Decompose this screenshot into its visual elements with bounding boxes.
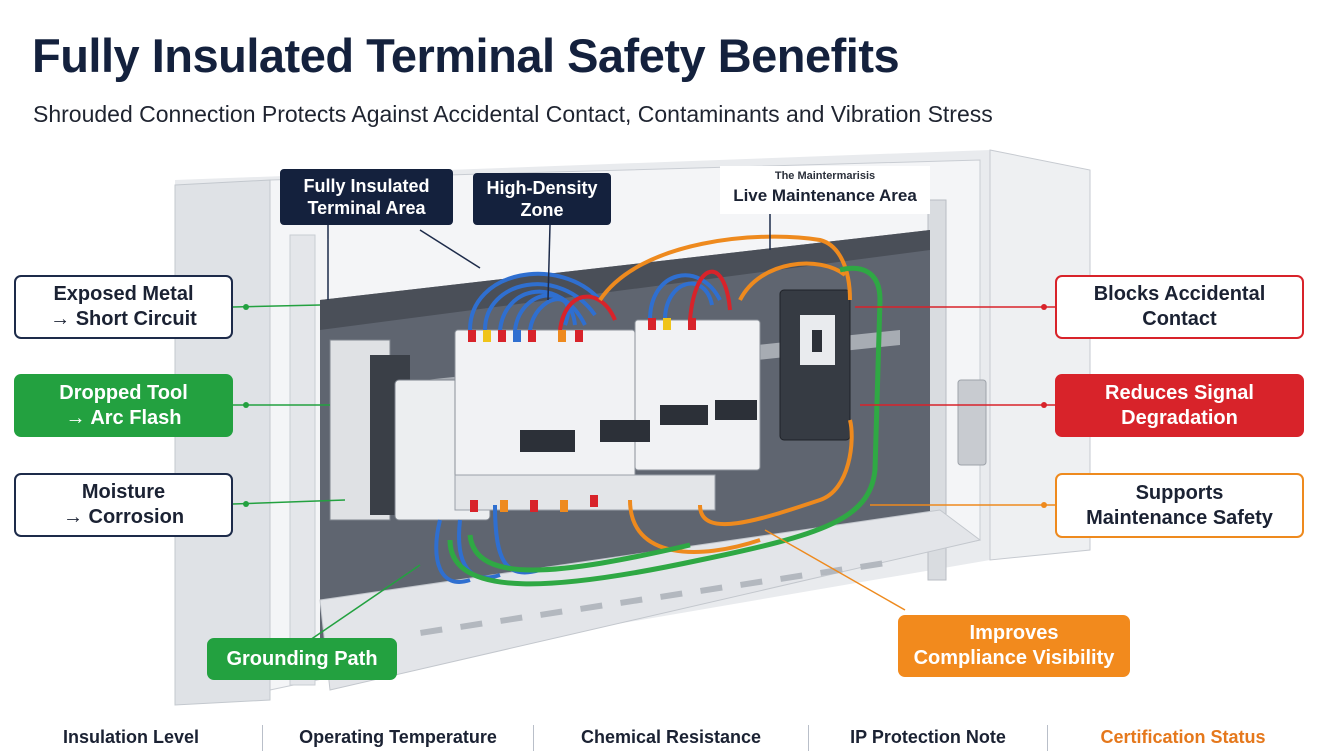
- page-title: Fully Insulated Terminal Safety Benefits: [32, 29, 900, 82]
- power-module: [779, 289, 851, 441]
- tab-operating-temperature-label: Operating Temperature: [299, 727, 497, 747]
- tab-divider: [808, 724, 809, 751]
- terminal-ferrules: [468, 318, 696, 512]
- callout-dropped-tool-text: Dropped Tool → Arc Flash: [59, 381, 188, 429]
- callout-moisture-text: Moisture → Corrosion: [62, 481, 185, 528]
- callout-exposed-metal-text: Exposed Metal → Short Circuit: [50, 283, 197, 330]
- callout-blocks-contact: Blocks Accidental Contact: [1055, 275, 1304, 339]
- tab-divider: [262, 724, 263, 751]
- terminal-area-label-text: Fully Insulated Terminal Area: [303, 176, 430, 218]
- callout-compliance-visibility-text: Improves Compliance Visibility: [913, 622, 1115, 669]
- high-density-zone-label-text: High-Density Zone: [486, 178, 598, 220]
- tab-operating-temperature[interactable]: Operating Temperature: [263, 727, 533, 748]
- tab-ip-protection-note[interactable]: IP Protection Note: [809, 727, 1047, 748]
- page-subtitle: Shrouded Connection Protects Against Acc…: [33, 101, 993, 127]
- terminal-area-label: Fully Insulated Terminal Area: [280, 169, 453, 225]
- callout-dropped-tool: Dropped Tool → Arc Flash: [14, 374, 233, 437]
- maintenance-area-text: Live Maintenance Area: [733, 186, 917, 205]
- callout-exposed-metal: Exposed Metal → Short Circuit: [14, 275, 233, 339]
- vent-slots: [419, 560, 883, 636]
- green-wires: [447, 265, 883, 587]
- high-density-zone-label: High-Density Zone: [473, 173, 611, 225]
- callout-grounding-path: Grounding Path: [207, 638, 397, 680]
- terminal-blocks: [454, 319, 761, 511]
- maintenance-area-small-text: The Maintermarisis: [774, 170, 876, 182]
- leader-lines: [232, 210, 1055, 641]
- tab-insulation-level-label: Insulation Level: [62, 727, 200, 747]
- tab-divider: [1047, 724, 1048, 751]
- tab-chemical-resistance[interactable]: Chemical Resistance: [534, 727, 808, 748]
- tab-chemical-resistance-label: Chemical Resistance: [580, 727, 762, 747]
- callout-moisture: Moisture → Corrosion: [14, 473, 233, 537]
- red-wires: [558, 269, 732, 331]
- maintenance-area-label: The Maintermarisis Live Maintenance Area: [720, 166, 930, 214]
- callout-signal-degradation-text: Reduces Signal Degradation: [1105, 381, 1254, 429]
- callout-signal-degradation: Reduces Signal Degradation: [1055, 374, 1304, 437]
- tab-divider: [533, 724, 534, 751]
- tab-certification-status-label: Certification Status: [1100, 727, 1266, 747]
- tab-ip-protection-note-label: IP Protection Note: [850, 727, 1006, 747]
- callout-grounding-path-text: Grounding Path: [226, 647, 378, 670]
- callout-maintenance-safety-text: Supports Maintenance Safety: [1086, 481, 1273, 529]
- tab-certification-status[interactable]: Certification Status: [1048, 727, 1318, 748]
- callout-compliance-visibility: Improves Compliance Visibility: [898, 615, 1130, 677]
- blue-wires: [434, 271, 722, 584]
- enclosure-illustration: [174, 149, 1091, 706]
- tab-insulation-level[interactable]: Insulation Level: [0, 727, 262, 748]
- callout-blocks-contact-text: Blocks Accidental Contact: [1093, 283, 1266, 330]
- spec-tab-bar: Insulation Level Operating Temperature C…: [0, 722, 1320, 753]
- callout-maintenance-safety: Supports Maintenance Safety: [1055, 473, 1304, 538]
